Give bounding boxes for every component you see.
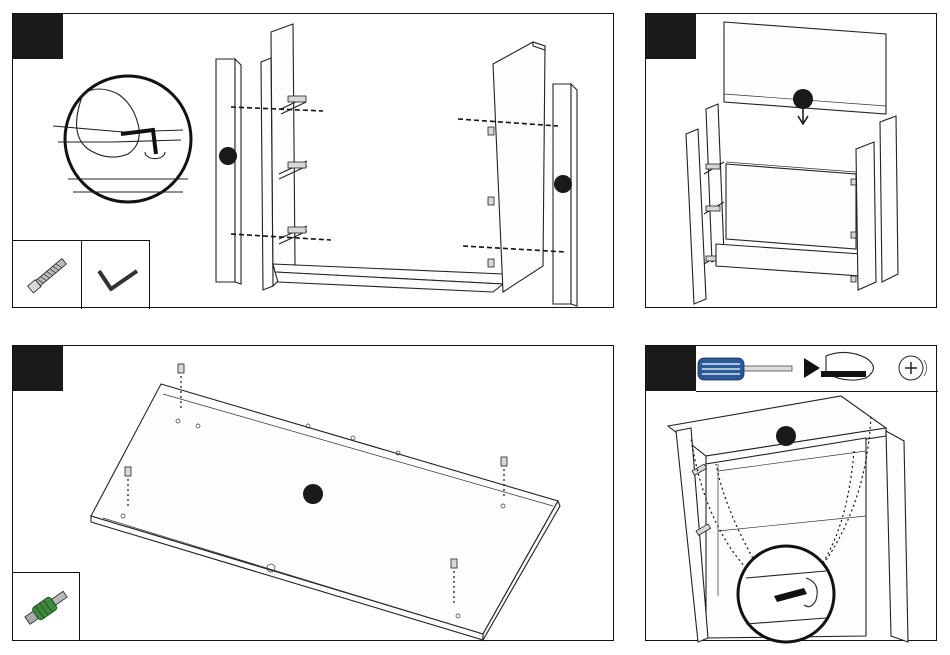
back-panel-insert-drawing: [646, 14, 938, 309]
carcass-screw-drawing: [646, 346, 938, 642]
cabinet-side-assembly-drawing: [13, 14, 615, 309]
step-panel-1: [12, 13, 614, 308]
step-panel-2: [645, 13, 937, 308]
step-panel-4: [645, 345, 937, 641]
step-panel-3: [12, 345, 614, 641]
top-panel-cam-lock-drawing: [13, 346, 615, 642]
